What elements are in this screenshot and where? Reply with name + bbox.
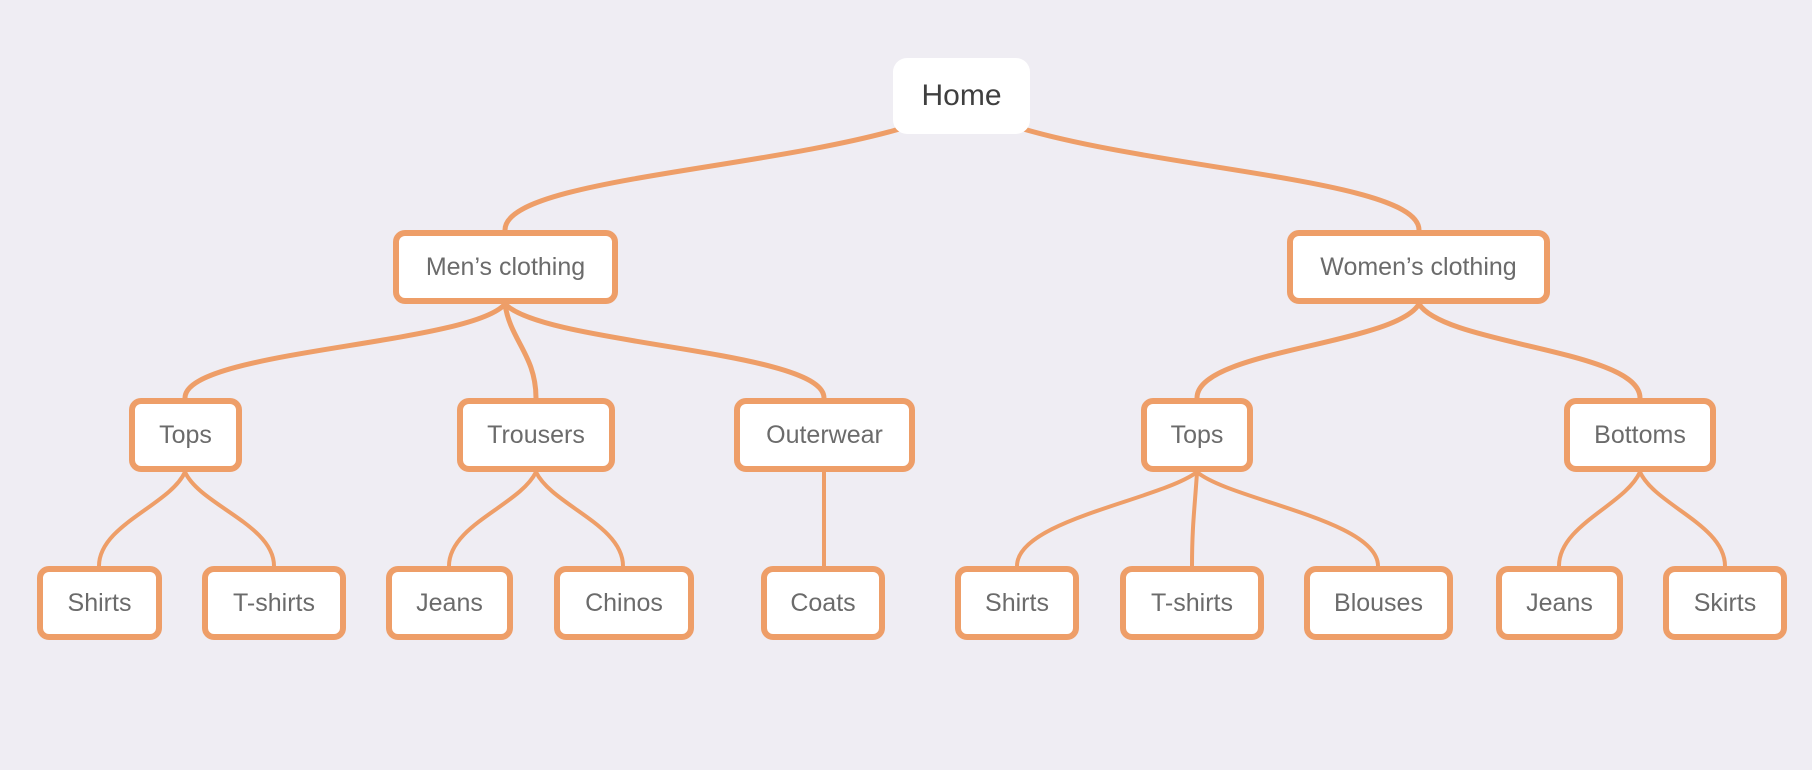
link-bottoms-jeans <box>1557 470 1642 568</box>
node-womens-blouses[interactable]: Blouses <box>1304 566 1453 640</box>
node-womens-bottoms[interactable]: Bottoms <box>1564 398 1716 472</box>
node-mens-trousers[interactable]: Trousers <box>457 398 615 472</box>
node-mens-shirts[interactable]: Shirts <box>37 566 162 640</box>
link-mtops-tshirts <box>183 470 276 568</box>
link-home-women <box>1017 125 1422 233</box>
link-men-trousers <box>502 301 539 401</box>
node-womens-tops[interactable]: Tops <box>1141 398 1253 472</box>
node-womens-skirts[interactable]: Skirts <box>1663 566 1787 640</box>
link-trousers-jeans <box>447 470 538 568</box>
node-mens-tops[interactable]: Tops <box>129 398 242 472</box>
node-womens-clothing[interactable]: Women’s clothing <box>1287 230 1550 304</box>
node-mens-jeans[interactable]: Jeans <box>386 566 513 640</box>
node-womens-jeans[interactable]: Jeans <box>1496 566 1623 640</box>
node-mens-coats[interactable]: Coats <box>761 566 885 640</box>
node-womens-tshirts[interactable]: T-shirts <box>1120 566 1264 640</box>
link-women-bottoms <box>1416 301 1643 401</box>
node-mens-outerwear[interactable]: Outerwear <box>734 398 915 472</box>
link-wtops-tshirts <box>1190 470 1199 568</box>
link-mtops-shirts <box>97 470 187 568</box>
link-wtops-blouses <box>1195 470 1380 568</box>
node-mens-clothing[interactable]: Men’s clothing <box>393 230 618 304</box>
node-mens-chinos[interactable]: Chinos <box>554 566 694 640</box>
link-trousers-chinos <box>534 470 625 568</box>
link-bottoms-skirts <box>1638 470 1727 568</box>
link-women-tops <box>1194 301 1422 401</box>
node-mens-tshirts[interactable]: T-shirts <box>202 566 346 640</box>
link-home-men <box>502 125 906 233</box>
node-womens-shirts[interactable]: Shirts <box>955 566 1079 640</box>
node-home[interactable]: Home <box>893 58 1030 134</box>
link-men-tops <box>182 301 508 401</box>
link-wtops-shirts <box>1015 470 1199 568</box>
link-men-outerwear <box>502 301 827 401</box>
